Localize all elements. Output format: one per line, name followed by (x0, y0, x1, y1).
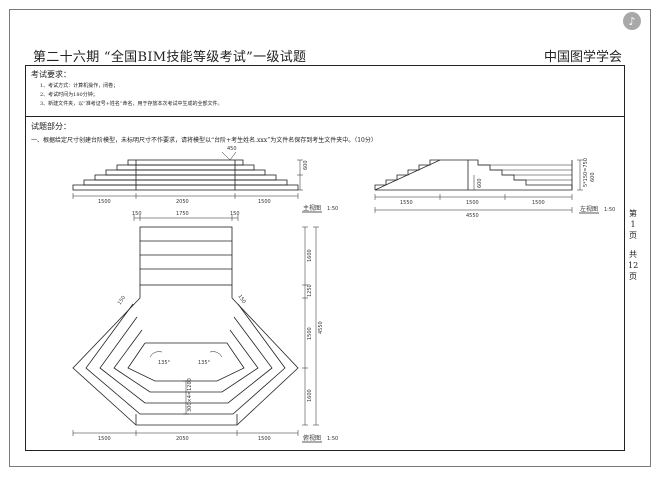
page-char: 共 (629, 250, 637, 259)
left-view-scale: 1:50 (604, 207, 615, 213)
left-dim: 1550 (400, 200, 413, 206)
front-dim: 2050 (176, 199, 189, 205)
plan-dim: 2050 (176, 436, 189, 442)
front-dim: 600 (303, 160, 309, 170)
plan-dim: 150 (230, 211, 240, 217)
page-current: 1 (630, 220, 636, 229)
left-dim: 600 (590, 172, 596, 182)
front-dim: 1500 (258, 199, 271, 205)
front-view-label: 主视图 (303, 204, 321, 212)
plan-view (72, 215, 319, 436)
front-dim: 1500 (98, 199, 111, 205)
exam-title: 第二十六期 “全国BIM技能等级考试”一级试题 (33, 50, 307, 65)
front-view-scale: 1:50 (327, 206, 338, 212)
page-total: 12 (628, 261, 639, 270)
front-view (72, 151, 303, 199)
left-total: 4550 (466, 213, 479, 219)
plan-dim: 1750 (176, 211, 189, 217)
section-divider (25, 116, 624, 117)
page-indicator: 第 1 页 共 12 页 (628, 208, 638, 282)
requirement-item: 2、考试时间为180分钟； (40, 92, 98, 98)
document-frame (9, 9, 651, 467)
plan-dim: 1600 (307, 389, 313, 402)
plan-side: 150 (117, 295, 127, 306)
plan-dim: 1600 (307, 249, 313, 262)
plan-view-scale: 1:50 (327, 436, 338, 442)
plan-angle: 135° (158, 360, 171, 366)
plan-view-label: 俯视图 (303, 434, 321, 442)
plan-tread-note: 300×4=1200 (187, 378, 193, 412)
question-text: 一、根据给定尺寸创建台阶模型，未标明尺寸不作要求，请将模型以“台阶+考生姓名.x… (31, 137, 377, 144)
requirements-list: 1、考试方式：计算机操作，闭卷； 2、考试时间为180分钟； 3、新建文件夹，以… (40, 82, 223, 109)
front-dim: 450 (227, 146, 237, 152)
page-char: 页 (629, 272, 637, 281)
section-title: 试题部分： (31, 122, 71, 131)
plan-dim: 1500 (307, 327, 313, 340)
page-char: 页 (629, 231, 637, 240)
left-dim: 600 (477, 178, 483, 188)
organization-name: 中国图学学会 (543, 50, 622, 65)
left-dim: 1500 (532, 200, 545, 206)
requirements-title: 考试要求： (31, 70, 71, 79)
left-dim: 5*150=750 (583, 158, 589, 187)
plan-side: 150 (236, 294, 246, 305)
exam-panel (25, 65, 625, 451)
plan-dim: 1250 (307, 284, 313, 297)
page-char: 第 (629, 209, 637, 218)
share-icon[interactable]: ♪ (623, 12, 641, 30)
requirement-item: 1、考试方式：计算机操作，闭卷； (40, 83, 119, 89)
plan-total: 4550 (318, 321, 324, 334)
left-view-label: 左视图 (580, 205, 598, 213)
plan-dim: 1500 (98, 436, 111, 442)
plan-dim: 150 (132, 211, 142, 217)
left-dim: 1500 (466, 200, 479, 206)
requirement-item: 3、新建文件夹，以“准考证号+姓名”命名，用于存放本次考试中生成的全部文件。 (40, 101, 223, 107)
plan-angle: 135° (198, 360, 211, 366)
left-view (374, 159, 583, 213)
plan-dim: 1500 (258, 436, 271, 442)
